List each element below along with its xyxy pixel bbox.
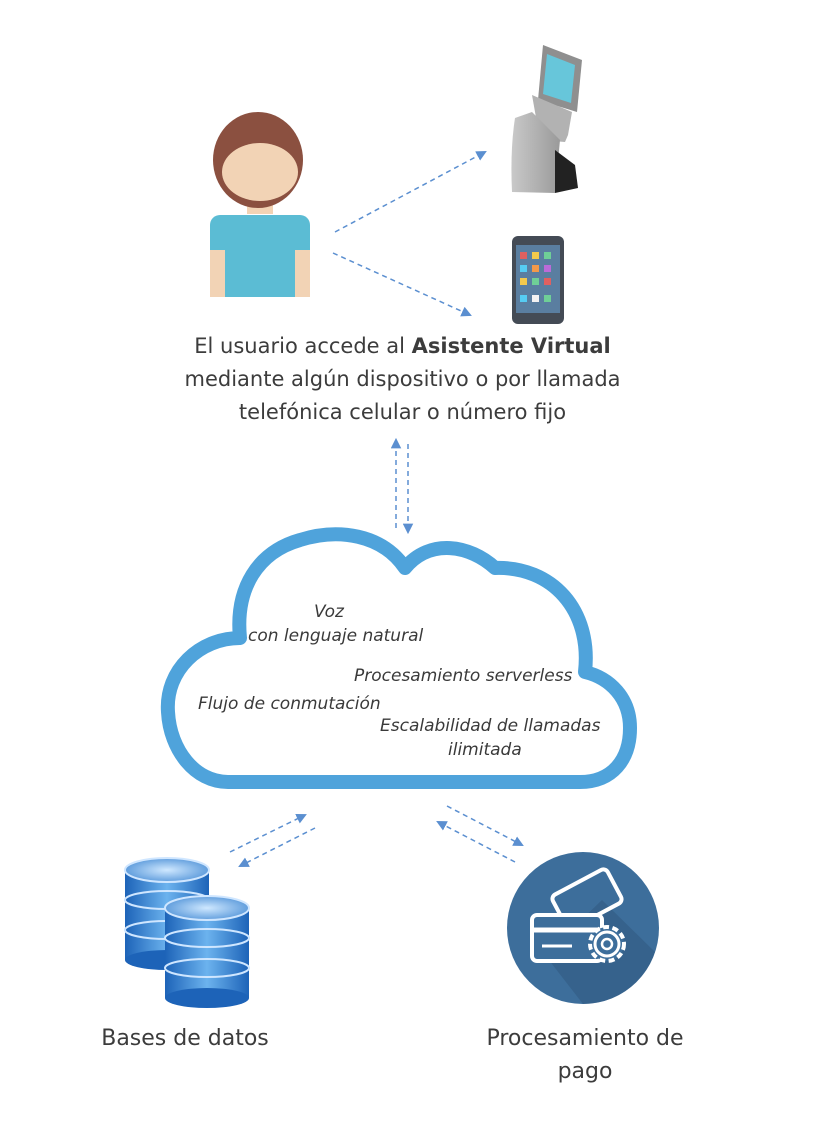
cloud-lenguaje: con lenguaje natural: [248, 626, 424, 646]
user-icon: [210, 112, 310, 297]
virtual-assistant-label: Asistente Virtual: [411, 334, 611, 358]
cloud-flujo: Flujo de conmutación: [198, 694, 381, 714]
cloud-voz: Voz: [314, 602, 344, 622]
arrow-payment-to-cloud: [436, 821, 516, 863]
user-caption-prefix: El usuario accede al: [194, 334, 412, 358]
user-caption-line2: mediante algún dispositivo o por llamada: [184, 367, 621, 391]
arrow-user-to-kiosk: [334, 151, 487, 233]
user-caption: El usuario accede al Asistente Virtual m…: [150, 330, 655, 429]
cloud-icon: [160, 527, 637, 789]
database-icon: [124, 857, 250, 1008]
user-caption-line3: telefónica celular o número fijo: [238, 400, 567, 424]
cloud-ilimitada: ilimitada: [448, 740, 522, 760]
arrow-user-to-phone: [332, 252, 472, 317]
cloud-escalabilidad: Escalabilidad de llamadas: [380, 716, 601, 736]
payment-label-line2: pago: [557, 1059, 613, 1084]
credit-card-gear-icon: [507, 852, 659, 1004]
arrow-cloud-to-db: [238, 827, 316, 867]
databases-label: Bases de datos: [101, 1026, 269, 1051]
cloud-serverless: Procesamiento serverless: [354, 666, 573, 686]
arrow-db-to-cloud: [229, 814, 307, 853]
user-caption-line1: El usuario accede al Asistente Virtual: [150, 330, 655, 363]
arrow-cloud-to-payment: [446, 805, 524, 846]
payment-label-line1: Procesamiento de: [486, 1026, 684, 1051]
payment-label: Procesamiento de pago: [470, 1022, 700, 1088]
smartphone-icon: [512, 236, 564, 324]
kiosk-icon: [511, 45, 582, 193]
